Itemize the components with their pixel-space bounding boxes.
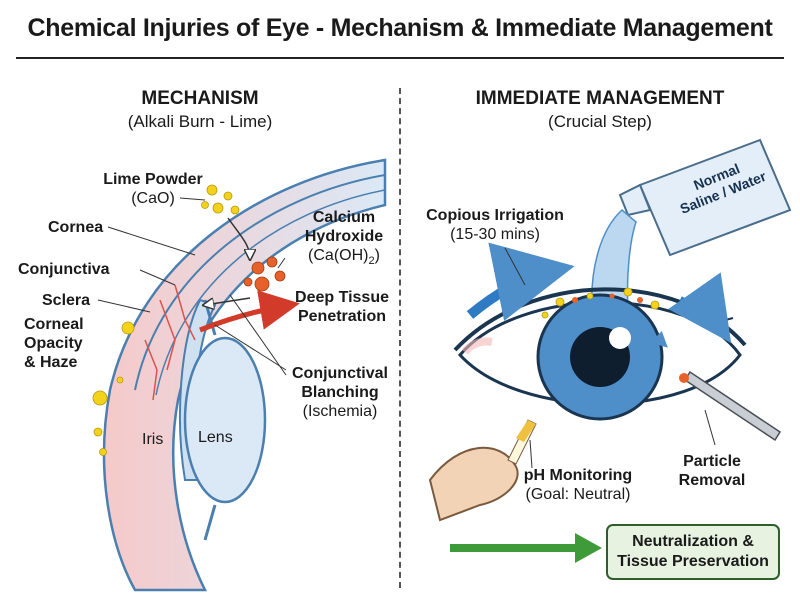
particle-removal-label: Particle Removal xyxy=(678,453,746,489)
corneal-opacity-label: Corneal Opacity & Haze xyxy=(24,316,84,371)
page-title: Chemical Injuries of Eye - Mechanism & I… xyxy=(27,14,773,42)
conjunctiva-line xyxy=(134,174,386,391)
result-arrow-head xyxy=(575,533,602,563)
blanching-label: Conjunctival Blanching (Ischemia) xyxy=(291,365,388,420)
irrigation-arrow-left xyxy=(466,242,575,322)
eye-cross-section xyxy=(102,158,387,592)
irrigation-label: Copious Irrigation (15-30 mins) xyxy=(426,207,564,243)
lime-label: Lime Powder (CaO) xyxy=(103,171,203,207)
iris-label: Iris xyxy=(142,431,164,448)
lens-shape xyxy=(183,336,267,504)
management-subheading: (Crucial Step) xyxy=(548,112,652,131)
penetration-arrow-white xyxy=(205,297,251,305)
management-leader-lines xyxy=(504,247,716,469)
deep-penetration-label: Deep Tissue Penetration xyxy=(295,289,389,325)
caoh-particles xyxy=(243,256,286,292)
ph-label: pH Monitoring (Goal: Neutral) xyxy=(523,467,633,503)
management-header: IMMEDIATE MANAGEMENT (Crucial Step) xyxy=(440,88,760,132)
lime-particles xyxy=(92,184,240,456)
deep-penetration-arrow xyxy=(199,290,300,333)
lens-label: Lens xyxy=(198,429,233,446)
saline-bottle xyxy=(618,138,792,257)
mechanism-header: MECHANISM (Alkali Burn - Lime) xyxy=(40,88,360,132)
result-box: Neutralization & Tissue Preservation xyxy=(606,524,780,580)
caoh-label: Calcium Hydroxide (Ca(OH)2) xyxy=(304,209,384,268)
inner-layer-line xyxy=(155,189,386,396)
mechanism-leader-lines xyxy=(97,197,287,376)
hand-ph-strip xyxy=(428,419,537,522)
vessel-streaks xyxy=(144,284,196,401)
flow-split-arrows xyxy=(549,311,665,345)
mechanism-heading: MECHANISM xyxy=(141,88,259,109)
reaction-arrow xyxy=(227,217,250,258)
eye-orange-particles xyxy=(572,293,643,303)
title-underline xyxy=(16,57,784,59)
tweezers xyxy=(679,370,782,442)
management-heading: IMMEDIATE MANAGEMENT xyxy=(475,88,725,109)
cornea-label: Cornea xyxy=(48,219,104,236)
sclera-label: Sclera xyxy=(42,292,91,309)
irrigation-arrow-right xyxy=(668,272,732,344)
result-line-2: Tissue Preservation xyxy=(617,553,769,570)
result-line-1: Neutralization & xyxy=(632,533,754,550)
mechanism-subheading: (Alkali Burn - Lime) xyxy=(127,112,273,131)
section-divider xyxy=(399,88,401,588)
conjunctiva-label: Conjunctiva xyxy=(18,261,110,278)
